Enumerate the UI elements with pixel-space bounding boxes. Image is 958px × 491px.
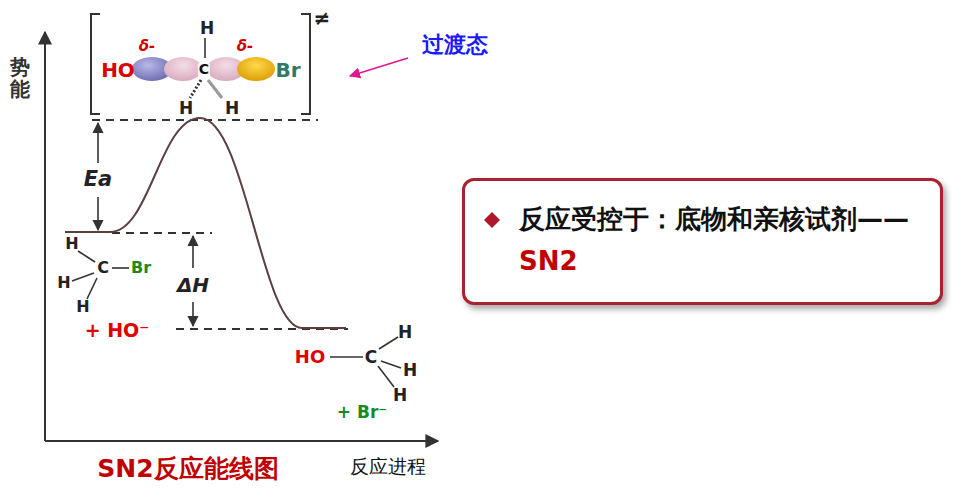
atom-label: C: [198, 62, 210, 77]
ts-symbol: ≠: [314, 7, 331, 29]
atom-label: H: [76, 298, 89, 316]
atom-label: Br: [131, 259, 151, 277]
callout-arrow: [350, 58, 408, 76]
charge-label: δ-: [237, 38, 254, 55]
atom-label: H: [393, 386, 407, 405]
atom-label: C: [97, 259, 109, 277]
reagent-label: + Br⁻: [337, 403, 387, 422]
energy-curve: [65, 118, 346, 328]
box-text: 反应受控于：底物和亲核试剂——: [519, 204, 909, 234]
atom-label: H: [200, 19, 214, 38]
orbital-lobes: [132, 57, 275, 81]
axis-label: 势能: [10, 56, 30, 100]
axes: [45, 32, 438, 441]
atom-label: H: [398, 323, 412, 342]
atom-label: C: [365, 348, 377, 367]
atom-label: H: [57, 274, 70, 292]
atom-label: HO: [295, 347, 325, 367]
atom-label: HO: [101, 59, 135, 81]
energy-label: ΔH: [177, 274, 209, 296]
ts-bonds: [190, 38, 222, 98]
atom-label: H: [65, 235, 78, 253]
bullet-diamond: [483, 211, 501, 229]
callout-label: 过渡态: [422, 33, 488, 57]
caption: SN2反应能线图: [97, 455, 278, 483]
level-lines: [92, 120, 348, 329]
charge-label: δ-: [139, 38, 156, 55]
reagent-label: + HO⁻: [85, 320, 150, 341]
energy-label: Ea: [84, 168, 113, 191]
atom-label: H: [225, 99, 239, 118]
atom-label: H: [403, 361, 417, 380]
info-box: 反应受控于：底物和亲核试剂—— SN2: [462, 178, 943, 305]
axis-label: 反应进程: [350, 456, 426, 477]
product-bonds: [330, 337, 401, 387]
atom-label: H: [179, 99, 193, 118]
reactant-bonds: [72, 251, 129, 299]
box-highlight: SN2: [519, 246, 578, 276]
ts-bracket: [91, 14, 310, 114]
atom-label: Br: [275, 59, 300, 81]
